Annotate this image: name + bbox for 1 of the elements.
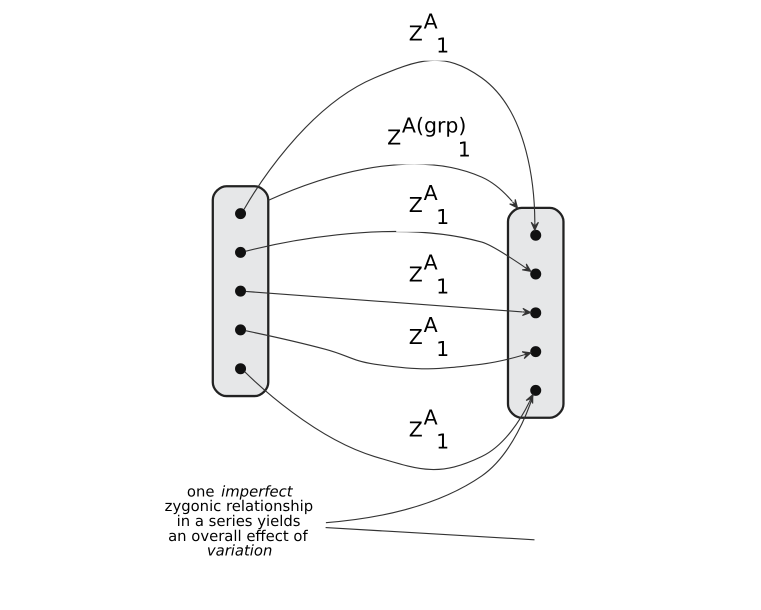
node-text: one imperfect zygonic relationship in a series yields an overall effect of variation bbox=[164, 483, 314, 560]
